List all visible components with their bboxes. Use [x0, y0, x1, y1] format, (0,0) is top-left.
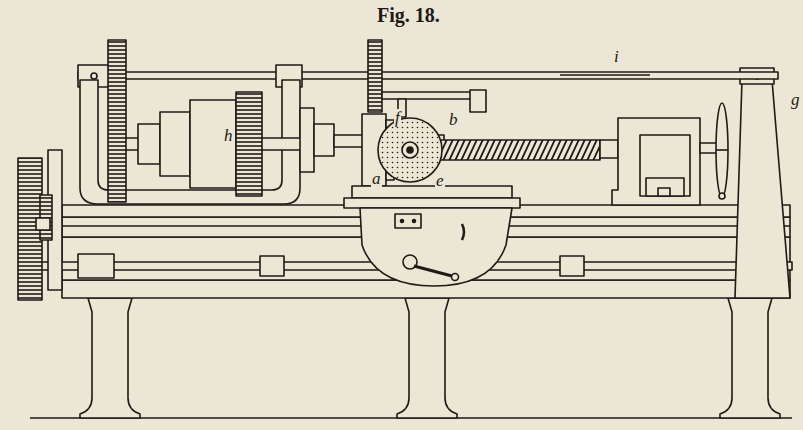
drive-rack: [368, 40, 382, 112]
handwheel: [716, 103, 728, 199]
feed-rod: [91, 73, 97, 79]
lead-screw: [78, 254, 114, 278]
change-gears: [36, 218, 50, 230]
bed-leg: [80, 298, 780, 418]
drive-rack: [368, 40, 382, 112]
change-gears: [18, 150, 62, 300]
carriage: [401, 220, 404, 223]
end-stand: [735, 68, 790, 298]
tailstock: [600, 118, 718, 205]
apron-handle: [414, 266, 452, 276]
milling-cutter: [407, 147, 413, 153]
lead-screw: [260, 256, 284, 276]
cone-pulley: [160, 112, 190, 176]
tailstock: [646, 178, 684, 196]
part-letter: i: [613, 48, 620, 65]
lathe-illustration: [18, 40, 792, 418]
support-arm: [470, 90, 486, 112]
bed-leg: [80, 298, 140, 418]
apron-handle: [452, 274, 459, 281]
part-letter: f: [394, 109, 401, 126]
face-plate: [314, 124, 334, 156]
spindle-gear: [236, 92, 262, 196]
cone-pulley: [138, 100, 236, 188]
tailstock: [640, 135, 690, 196]
carriage: [352, 186, 512, 198]
feed-rod: [78, 72, 778, 79]
lathe-bed: [62, 205, 790, 298]
back-gear: [108, 40, 126, 202]
milling-cutter: [378, 118, 442, 182]
face-plate: [300, 108, 334, 172]
tailstock: [612, 118, 700, 205]
end-stand: [735, 80, 790, 298]
face-plate: [300, 108, 314, 172]
part-letter: b: [448, 111, 459, 128]
milling-cutter: [402, 142, 418, 158]
bed-leg: [397, 298, 457, 418]
feed-rod: [78, 65, 778, 87]
feed-rod: [560, 74, 650, 76]
carriage: [413, 220, 416, 223]
back-gear: [108, 40, 126, 202]
part-letter: e: [435, 172, 445, 189]
handwheel: [716, 103, 728, 197]
cone-pulley: [138, 124, 160, 164]
tailstock: [658, 188, 670, 196]
carriage: [462, 224, 464, 240]
carriage: [395, 214, 421, 228]
bed-leg: [720, 298, 780, 418]
part-letter: h: [223, 127, 234, 144]
tailstock: [600, 140, 618, 158]
milling-cutter: [378, 118, 442, 182]
carriage: [344, 198, 520, 208]
carriage: [344, 186, 520, 286]
threaded-screw: [440, 140, 600, 160]
support-arm: [382, 92, 482, 99]
apron-handle: [403, 255, 459, 281]
handwheel: [716, 149, 728, 151]
part-letter: g: [790, 91, 801, 108]
lead-screw: [560, 256, 584, 276]
carriage: [360, 208, 512, 286]
cone-pulley: [190, 100, 236, 188]
part-letter: a: [371, 170, 382, 187]
spindle-gear: [236, 92, 262, 196]
handwheel: [719, 193, 725, 199]
threaded-screw: [440, 140, 600, 160]
figure-title: Fig. 18.: [377, 5, 440, 25]
